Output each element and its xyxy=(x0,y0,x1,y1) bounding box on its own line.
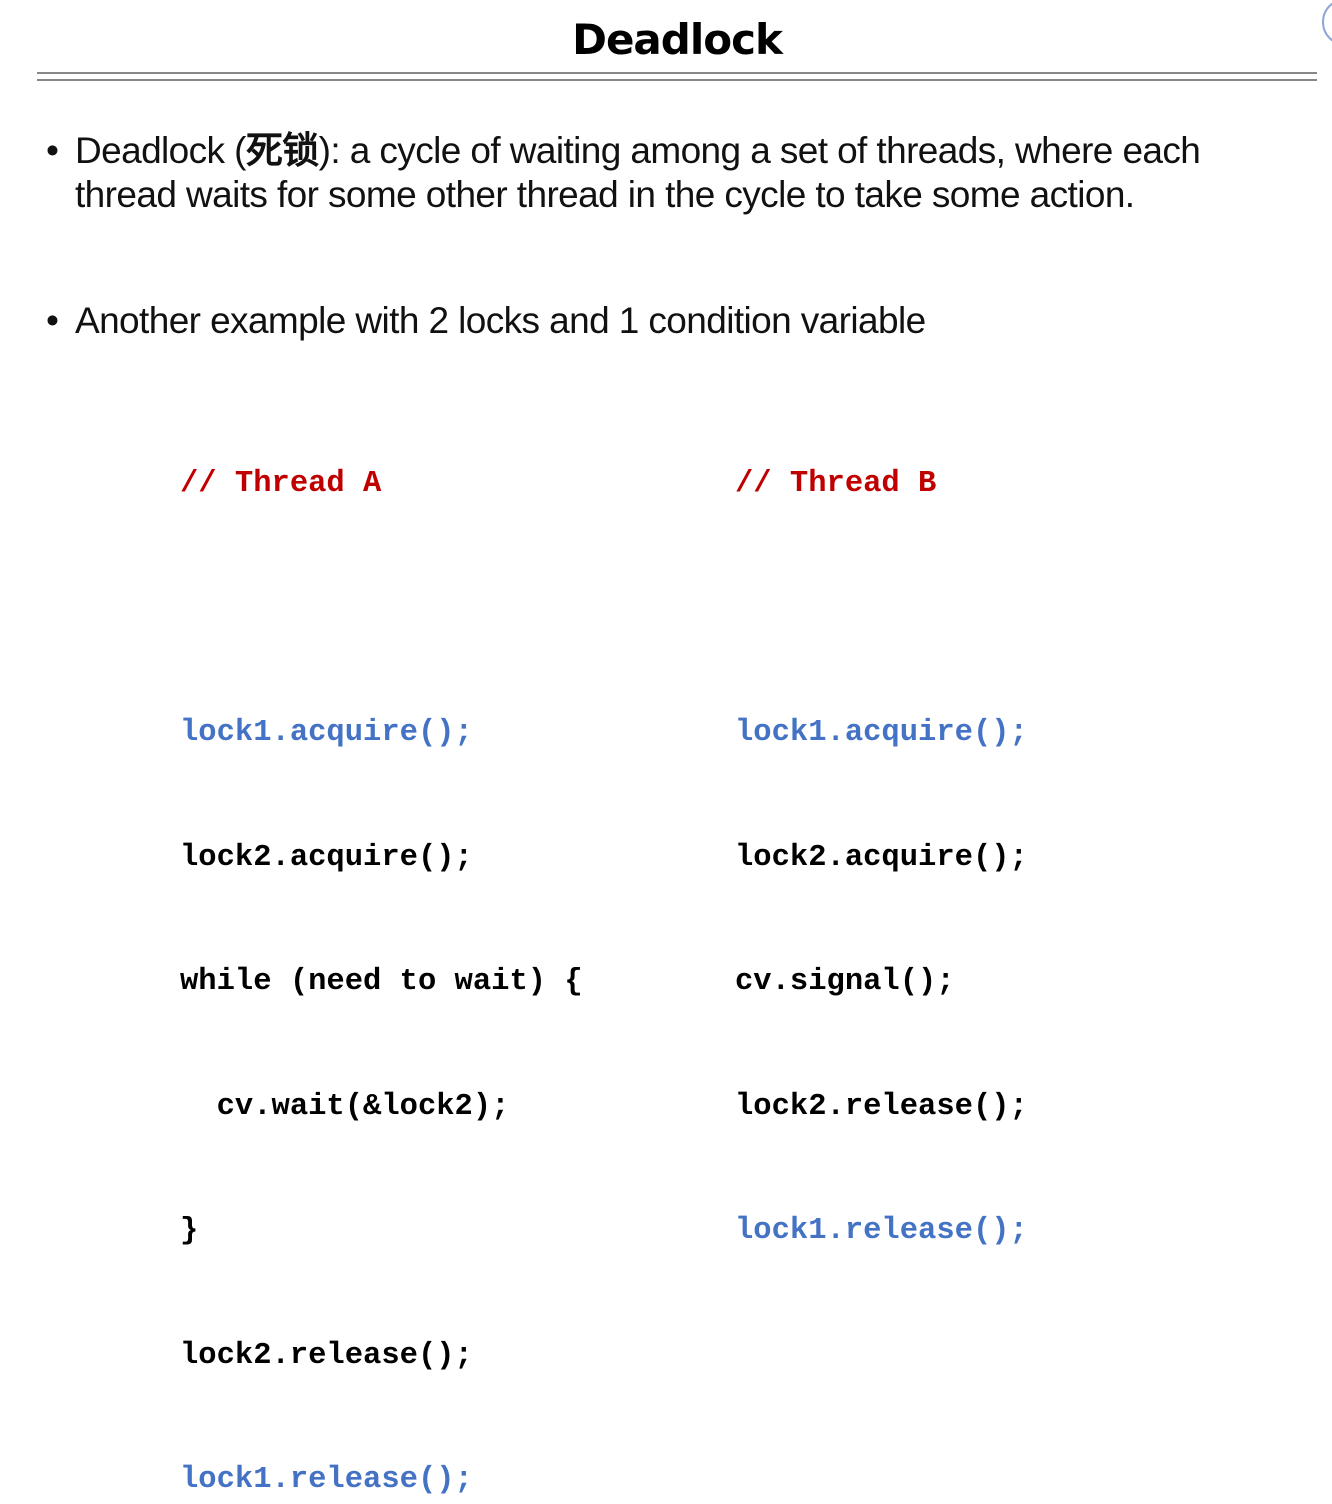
title-divider-bottom xyxy=(37,79,1317,81)
code-thread-b: // Thread B lock1.acquire(); lock2.acqui… xyxy=(735,381,1028,1336)
blank-line xyxy=(735,589,1028,631)
chinese-term: 死锁 xyxy=(245,130,319,171)
text-segment: Deadlock ( xyxy=(75,130,246,171)
bullet-line-1: Deadlock (死锁): a cycle of waiting among … xyxy=(75,129,1201,173)
code-line: lock2.release(); xyxy=(180,1338,473,1373)
code-line: lock1.acquire(); xyxy=(735,716,1028,750)
code-line: cv.signal(); xyxy=(735,965,955,999)
slide-title: Deadlock xyxy=(572,15,783,64)
bullet-line-1: Another example with 2 locks and 1 condi… xyxy=(75,300,926,341)
bullet-line-2: thread waits for some other thread in th… xyxy=(75,174,1135,215)
code-line: lock2.acquire(); xyxy=(735,840,1028,875)
code-comment: // Thread B xyxy=(735,467,937,501)
code-line: cv.wait(&lock2); xyxy=(180,1089,510,1124)
blank-line xyxy=(180,589,583,631)
code-line: lock2.acquire(); xyxy=(180,840,473,875)
code-line: lock1.release(); xyxy=(180,1463,473,1497)
bullet-dot: • xyxy=(46,130,59,171)
code-line: } xyxy=(180,1214,199,1248)
code-thread-a: // Thread A lock1.acquire(); lock2.acqui… xyxy=(180,381,583,1504)
bullet-dot: • xyxy=(46,300,59,341)
code-line: lock1.release(); xyxy=(735,1214,1028,1248)
code-line: while (need to wait) { xyxy=(180,965,583,999)
title-divider-top xyxy=(37,72,1317,74)
code-line: lock2.release(); xyxy=(735,1089,1028,1124)
text-segment: ): a cycle of waiting among a set of thr… xyxy=(318,130,1201,171)
code-comment: // Thread A xyxy=(180,467,382,501)
code-line: lock1.acquire(); xyxy=(180,716,473,750)
